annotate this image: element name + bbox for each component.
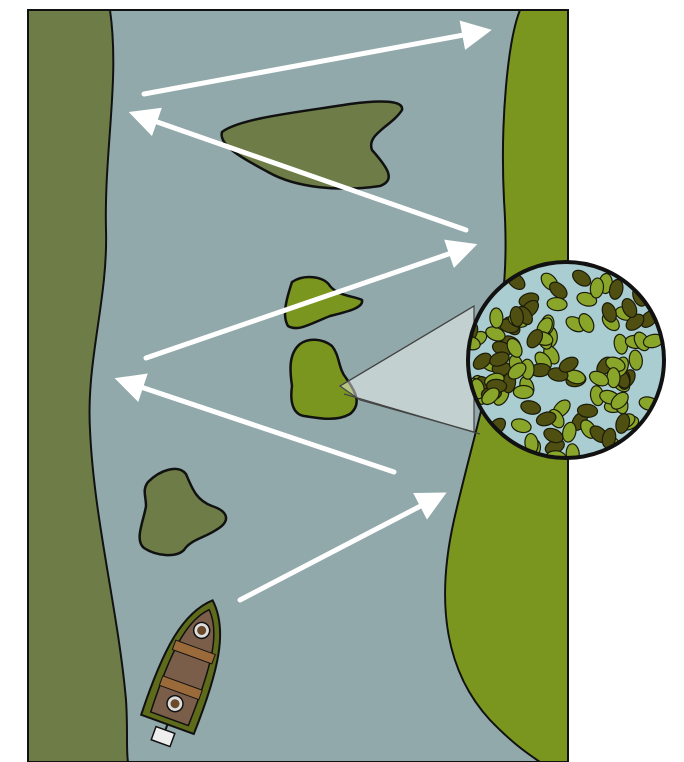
duckweed-particle	[490, 308, 504, 328]
duckweed-particle	[513, 386, 533, 399]
duckweed-particle	[607, 368, 620, 388]
